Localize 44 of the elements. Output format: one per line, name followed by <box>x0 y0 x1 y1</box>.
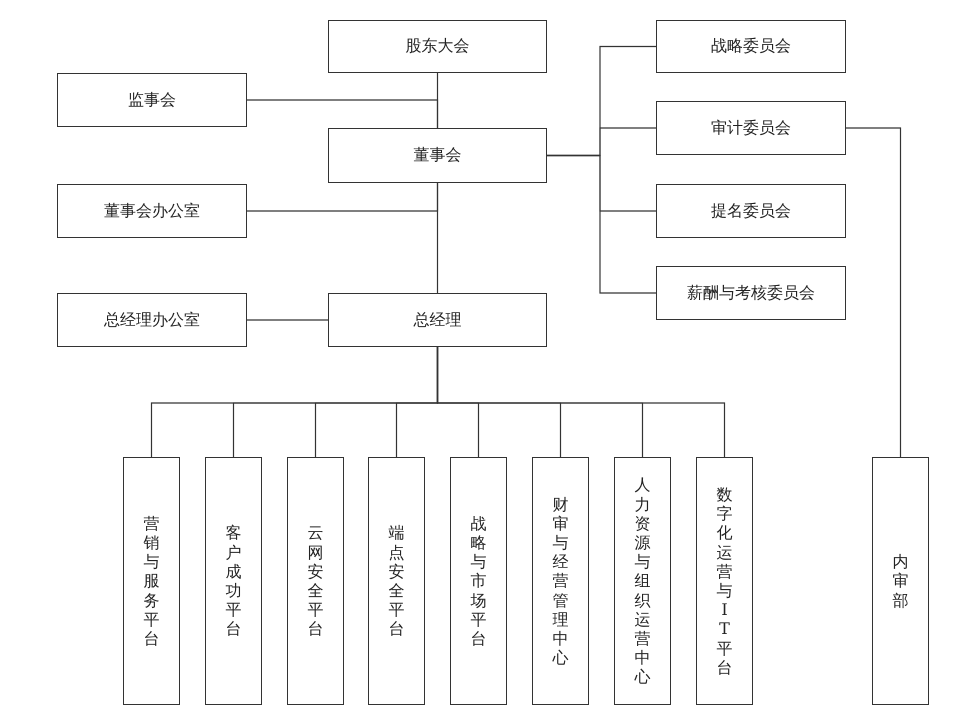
connector-line <box>846 127 902 457</box>
org-box <box>656 101 846 155</box>
org-box <box>328 20 547 73</box>
org-box <box>450 457 507 705</box>
box-label: 营销与服务平台 <box>144 514 160 648</box>
box-label: 内审部 <box>892 552 908 610</box>
org-box <box>57 293 247 347</box>
box-label: 战略委员会 <box>711 36 791 57</box>
org-box <box>123 457 180 705</box>
org-box <box>656 266 846 320</box>
box-label: 股东大会 <box>406 36 470 57</box>
box-label: 财审与经营管理中心 <box>552 494 568 668</box>
box-label: 总经理 <box>414 310 462 330</box>
box-label: 战略与市场平台 <box>470 514 486 648</box>
org-box <box>656 184 846 238</box>
box-label: 客户成功平台 <box>226 523 242 639</box>
connector-line <box>247 319 328 321</box>
box-label: 总经理办公室 <box>104 310 200 330</box>
box-label: 云网安全平台 <box>308 523 324 639</box>
org-box <box>368 457 425 705</box>
box-label: 董事会 <box>414 145 462 166</box>
org-box <box>57 184 247 238</box>
box-label: 审计委员会 <box>711 118 791 138</box>
org-box <box>872 457 929 705</box>
box-label: 数字化运营与IT平台 <box>716 485 732 677</box>
org-box <box>614 457 671 705</box>
box-label: 薪酬与考核委员会 <box>687 282 815 304</box>
connector-line <box>247 99 438 128</box>
box-label: 提名委员会 <box>711 200 791 222</box>
org-box <box>287 457 344 705</box>
org-box <box>532 457 589 705</box>
box-label: 端点安全平台 <box>388 523 404 639</box>
org-box <box>57 73 247 127</box>
org-box <box>328 293 547 347</box>
box-label: 监事会 <box>128 90 176 110</box>
box-label: 人力资源与组织运营中心 <box>634 475 650 687</box>
org-box <box>696 457 753 705</box>
connector-line <box>547 154 656 294</box>
org-box <box>328 128 547 183</box>
org-box <box>205 457 262 705</box>
org-box <box>656 20 846 73</box>
box-label: 董事会办公室 <box>104 200 200 222</box>
connector-line <box>436 347 726 457</box>
connector-line <box>436 183 438 293</box>
